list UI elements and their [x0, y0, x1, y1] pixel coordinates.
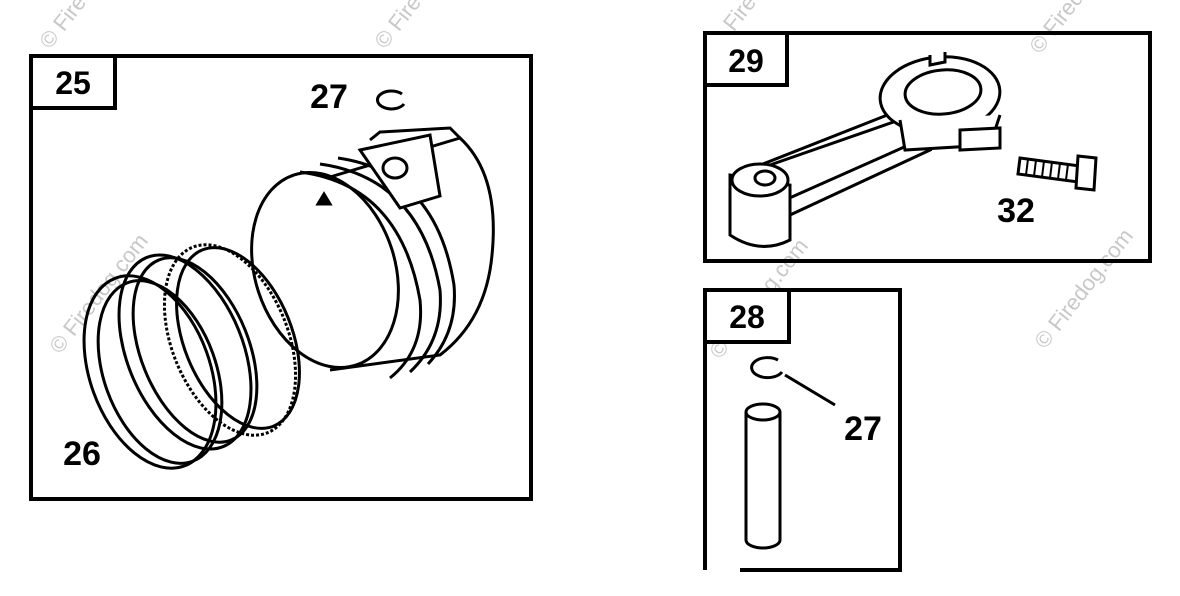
wrist-pin-clip-icon — [376, 89, 406, 111]
callout-26-rings: 26 — [63, 435, 101, 473]
panel-frame — [703, 288, 902, 572]
wrist-pin-clip-icon — [750, 356, 784, 380]
panel-frame — [29, 54, 533, 501]
callout-box — [29, 54, 117, 110]
callout-box — [703, 31, 789, 87]
watermark: © Firedog.com — [1024, 0, 1133, 58]
callout-27-clip: 27 — [310, 78, 348, 116]
rod-bolt-icon — [1016, 154, 1098, 192]
panel-connecting-rod: 29 32 — [703, 31, 1152, 263]
watermark: © Firedog.com — [34, 0, 143, 53]
panel-frame — [703, 31, 1152, 263]
piston-icon — [250, 126, 495, 380]
panel-piston: 25 27 26 — [29, 54, 533, 501]
callout-28: 28 — [729, 299, 765, 335]
callout-29: 29 — [728, 43, 764, 79]
callout-25: 25 — [55, 65, 91, 101]
callout-box — [703, 288, 791, 344]
watermark: © Firedog.com — [1029, 224, 1138, 353]
callout-27-clip: 27 — [844, 410, 882, 448]
watermark: © Firedog.com — [369, 0, 478, 53]
wrist-pin-icon — [744, 402, 782, 550]
leader-line — [784, 373, 836, 407]
piston-rings-icon — [82, 243, 301, 470]
callout-32-bolt: 32 — [997, 192, 1035, 230]
panel-wrist-pin: 28 27 — [703, 288, 902, 572]
connecting-rod-icon — [728, 52, 1002, 248]
